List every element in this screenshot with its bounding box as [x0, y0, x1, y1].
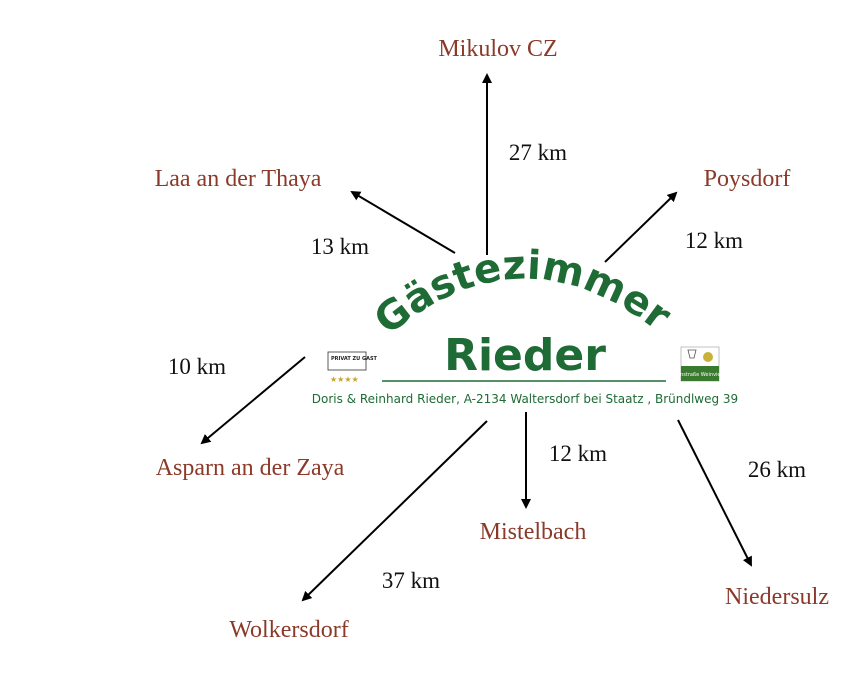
distance-asparn: 10 km: [168, 354, 226, 379]
distance-mikulov: 27 km: [509, 140, 567, 165]
distance-niedersulz: 26 km: [748, 457, 806, 482]
place-niedersulz: Niedersulz: [725, 584, 829, 610]
place-wolkersdorf: Wolkersdorf: [229, 617, 348, 643]
svg-text:PRIVAT ZU GAST: PRIVAT ZU GAST: [331, 356, 378, 362]
arrow-laa: [350, 190, 456, 254]
logo-title-arc: Gästezimmer: [366, 242, 679, 343]
logo: Gästezimmer Rieder Doris & Reinhard Ried…: [312, 242, 738, 406]
grape-icon: [703, 352, 713, 362]
place-asparn: Asparn an der Zaya: [156, 455, 345, 481]
arrow-wolkersdorf: [301, 420, 488, 602]
distance-mistelbach: 12 km: [549, 441, 607, 466]
wine-glass-icon: [687, 349, 697, 359]
arrow-niedersulz: [677, 419, 752, 567]
place-mistelbach: Mistelbach: [480, 519, 587, 545]
distance-poysdorf: 12 km: [685, 228, 743, 253]
logo-address: Doris & Reinhard Rieder, A-2134 Waltersd…: [312, 392, 738, 406]
place-poysdorf: Poysdorf: [704, 166, 791, 192]
weinstrasse-badge: Weinstraße Weinviertel: [671, 346, 729, 382]
place-mikulov: Mikulov CZ: [438, 36, 557, 62]
stars-icon: ★★★★: [330, 375, 359, 384]
place-laa: Laa an der Thaya: [155, 166, 322, 192]
arrow-asparn: [200, 356, 306, 445]
distance-laa: 13 km: [311, 234, 369, 259]
distance-wolkersdorf: 37 km: [382, 568, 440, 593]
privat-zu-gast-badge: PRIVAT ZU GAST ★★★★: [327, 351, 378, 384]
svg-text:Weinstraße Weinviertel: Weinstraße Weinviertel: [671, 372, 729, 378]
arrow-poysdorf: [604, 191, 678, 263]
logo-title-main: Rieder: [444, 330, 606, 381]
